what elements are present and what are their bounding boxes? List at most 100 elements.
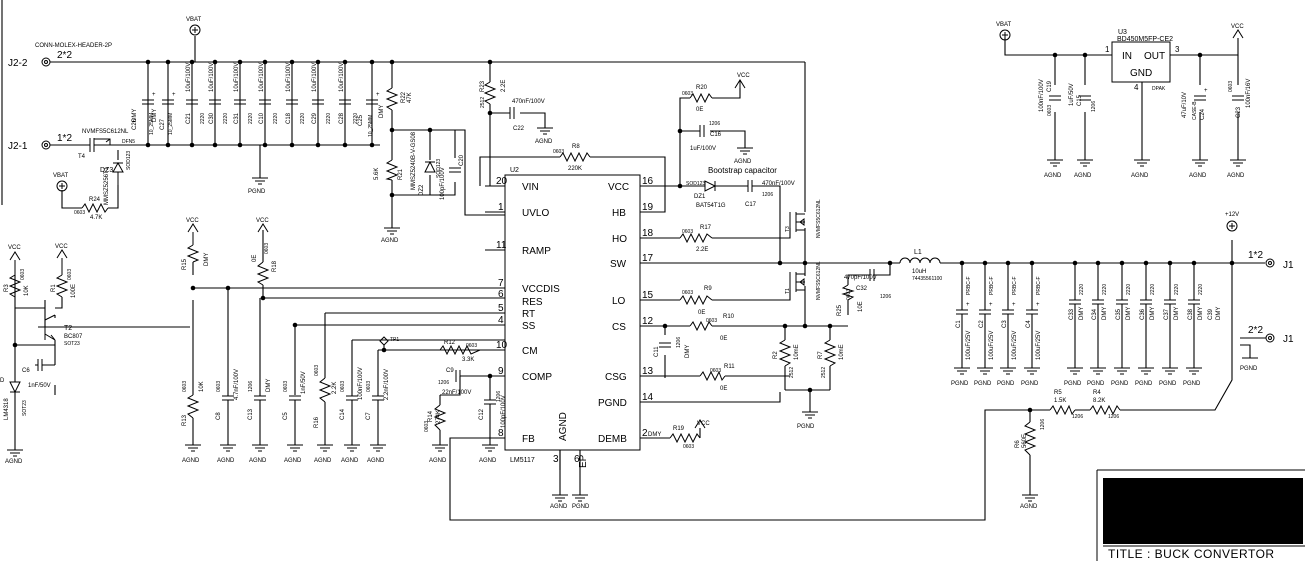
r22-val: 47K	[407, 92, 413, 103]
agnd-label-d: AGND	[5, 459, 23, 465]
r24-ref: R24	[89, 197, 101, 203]
c33-val: DMY	[1079, 307, 1085, 320]
r17-ref: R17	[700, 225, 712, 231]
r2-pkg: 2512	[789, 367, 795, 378]
resistor-r3: R3 0603 10K	[4, 269, 30, 298]
r5-val: 1.5K	[1054, 398, 1066, 404]
r14-val: 274K	[436, 410, 442, 424]
c37-val: DMY	[1174, 307, 1180, 320]
agnd-label-c23: AGND	[1227, 173, 1245, 179]
c29-ref: C29	[312, 112, 318, 124]
t4-part: NVMFS5C612NL	[82, 129, 129, 135]
c10-ref: C10	[259, 112, 265, 124]
resistor-r21: 5.6K R21	[374, 159, 404, 181]
j1-1-label: J1	[1283, 260, 1294, 271]
c4-ref: C4	[1026, 320, 1032, 328]
feedback-divider: R5 1.5K 1206 R4 8.2K 1206 1206 R6 560E	[1015, 390, 1121, 456]
t1-ref: T1	[785, 288, 791, 294]
c27-ref: C27	[160, 118, 166, 130]
pin-ramp-num: 11	[496, 240, 507, 251]
t4-ref: T4	[78, 154, 86, 160]
c10-val: 10uF/100V	[259, 63, 265, 92]
pin-rt: RT	[522, 309, 535, 320]
resistor-r1: R1 0603 100E	[51, 269, 77, 309]
c12-pkg: 1206	[496, 391, 502, 402]
pin-ramp: RAMP	[522, 246, 551, 257]
r6-val: 560E	[1022, 434, 1028, 448]
r8-ref: R8	[572, 144, 580, 150]
c26-val: DMY	[132, 109, 138, 122]
resistor-r24: R24 0603 4.7K	[74, 197, 109, 221]
c35-pkg: 2220	[1126, 284, 1132, 295]
agnd-label-u3: AGND	[1131, 173, 1149, 179]
pin-hb-num: 19	[642, 202, 654, 213]
c13-val: DMY	[266, 379, 272, 392]
c32-ref: C32	[856, 286, 868, 292]
pin-vccdis: VCCDIS	[522, 284, 560, 295]
c3-pkg: PRBC-F	[1012, 276, 1018, 295]
dz1-part: BAT54T1G	[696, 203, 726, 209]
c21-ref: C21	[186, 112, 192, 124]
c11-val: DMY	[685, 345, 691, 358]
c30-ref: C30	[209, 112, 215, 124]
c36-ref: C36	[1140, 308, 1146, 320]
c5-val: 1nF/50V	[301, 371, 307, 394]
agnd-label-c16: AGND	[734, 159, 752, 165]
c19-ref: C19	[1047, 80, 1053, 92]
c37-pkg: 2220	[1174, 284, 1180, 295]
vbat-label-u3: VBAT	[996, 22, 1012, 28]
t4-pkg: DFN5	[122, 139, 135, 145]
pin-hb: HB	[612, 208, 626, 219]
pgnd-label-c3: PGND	[997, 381, 1015, 387]
output-elec-caps: + C1 PRBC-F 100uF/25V + C2 PRBC-F 100uF/…	[956, 275, 1042, 360]
r1-val: 100E	[71, 284, 77, 298]
c32-pkg: 1206	[880, 294, 891, 300]
junctions	[12, 52, 1235, 413]
r1-ref: R1	[51, 284, 57, 292]
c1-val: 100uF/25V	[966, 331, 972, 360]
r7-ref: R7	[818, 351, 824, 359]
resistor-r12: R12 0603 3.3K	[439, 340, 481, 363]
j2-1-pin: 1*2	[57, 133, 72, 144]
tp1-label: TP1	[390, 337, 399, 343]
svg-text:+: +	[989, 302, 993, 308]
j2-1-label: J2-1	[8, 141, 28, 152]
c25-ref: C25	[358, 114, 364, 126]
r11-val: 0E	[720, 386, 727, 392]
pgnd-label-c2: PGND	[974, 381, 992, 387]
r23-pkg: 2512	[480, 97, 486, 108]
c31-ref: C31	[234, 112, 240, 124]
pgnd-label-ic: PGND	[572, 504, 590, 510]
r22-ref: R22	[401, 91, 407, 103]
r21-val: 5.6K	[374, 168, 380, 180]
pin-demb-num: 2	[642, 428, 648, 439]
agnd-label-r14: AGND	[429, 458, 447, 464]
j2-2-pin: 2*2	[57, 50, 72, 61]
agnd-label-r21: AGND	[381, 238, 399, 244]
c11-pkg: 1206	[676, 337, 682, 348]
u3-pin3: 3	[1175, 45, 1180, 54]
r3-val: 10K	[24, 285, 30, 296]
capacitor-c6: C6 1nF/50V	[22, 359, 51, 389]
t3-part: NVMFS5C612NL	[816, 199, 822, 238]
c3-val: 100uF/25V	[1012, 331, 1018, 360]
c27-val: DMY	[152, 109, 158, 122]
r16-val: 2.2K	[332, 382, 338, 394]
d-pkg: SOT23	[22, 400, 28, 416]
pin-sw-num: 17	[642, 253, 654, 264]
c17-val: 470nF/100V	[762, 181, 795, 187]
c36-pkg: 2220	[1150, 284, 1156, 295]
pin-cs: CS	[612, 322, 626, 333]
pin-ho-num: 18	[642, 228, 654, 239]
resistor-r22: R22 47K	[385, 87, 413, 111]
pin-sw: SW	[610, 259, 627, 270]
vcc-label-r20: VCC	[737, 73, 750, 79]
c17-pkg: 1206	[762, 192, 773, 198]
r18-pkg: 0603	[264, 243, 270, 254]
c7-pkg: 0603	[366, 381, 372, 392]
c12-val: 100pF/100V	[501, 395, 507, 428]
pin-fb: FB	[522, 434, 535, 445]
j2-header-label: CONN-MOLEX-HEADER-2P	[35, 43, 112, 49]
bootstrap-label: Bootstrap capacitor	[708, 166, 777, 175]
r4-pkg: 1206	[1108, 414, 1119, 420]
